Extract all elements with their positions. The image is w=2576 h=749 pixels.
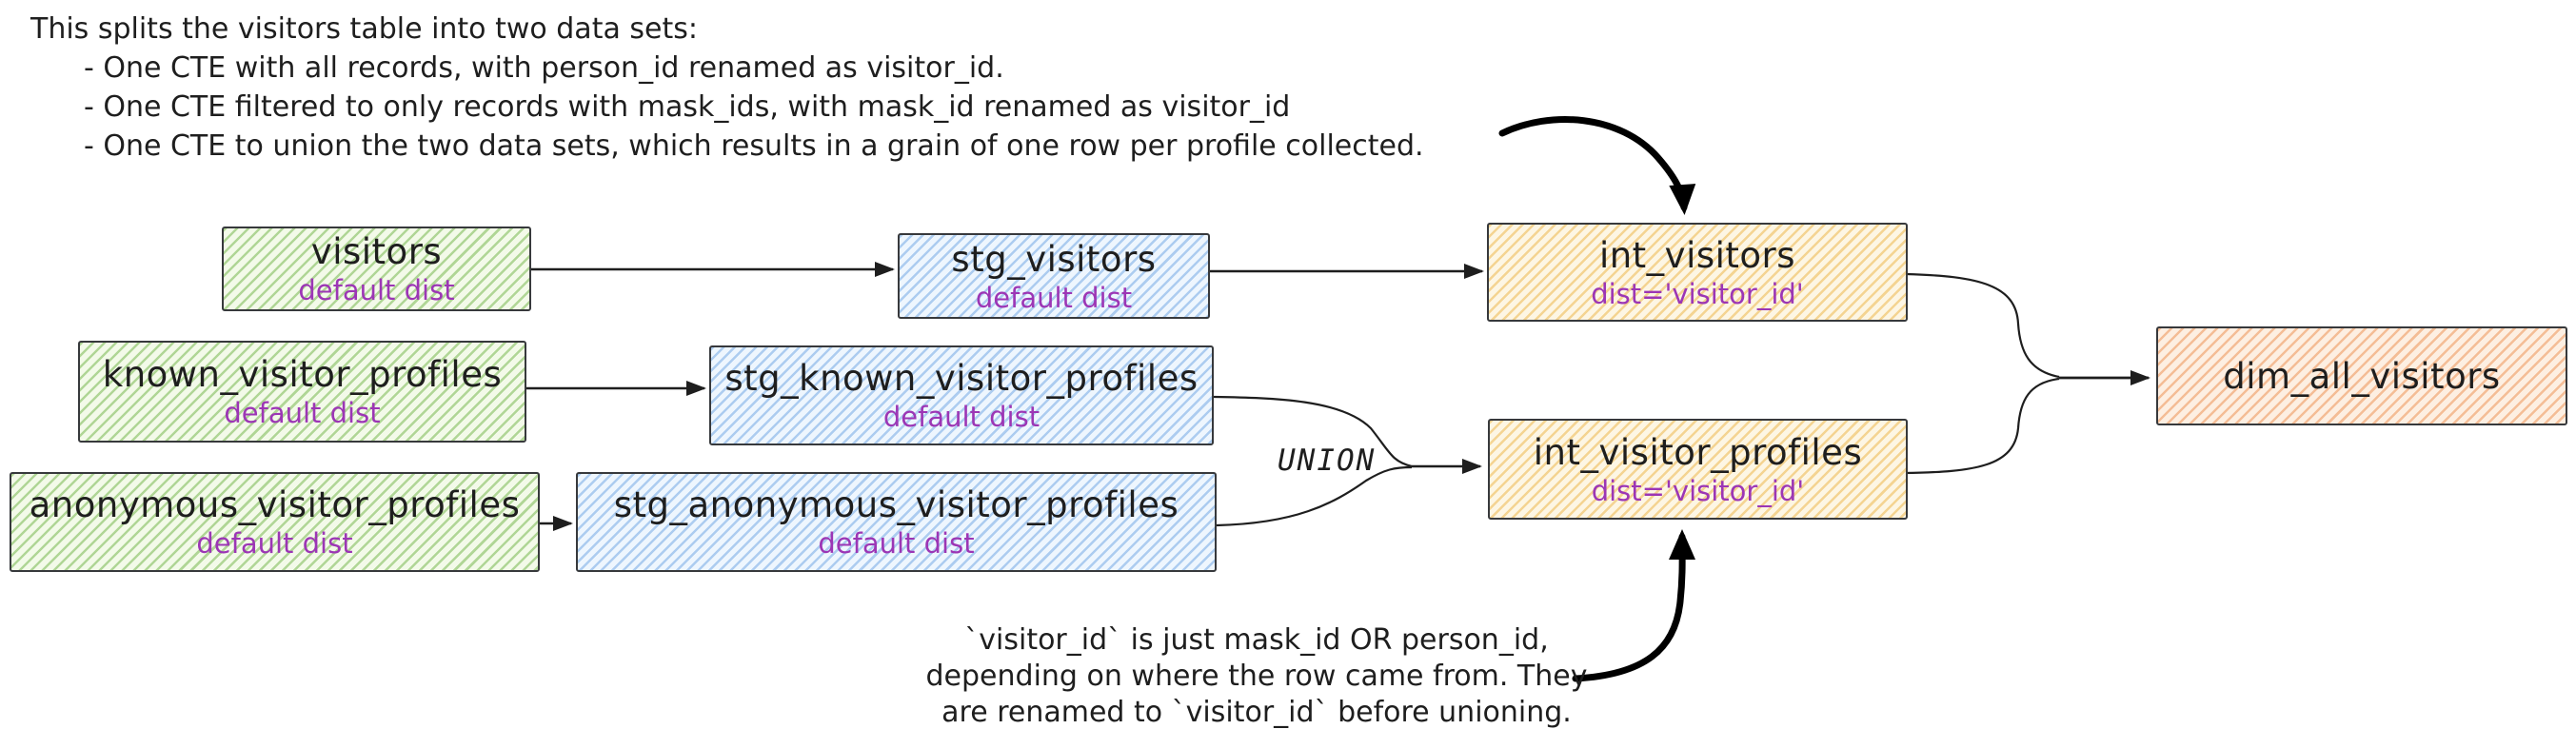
node-dim-all-visitors: dim_all_visitors bbox=[2156, 326, 2567, 425]
node-stg-known-visitor-profiles: stg_known_visitor_profiles default dist bbox=[709, 345, 1214, 445]
node-stg-anonymous-visitor-profiles: stg_anonymous_visitor_profiles default d… bbox=[576, 472, 1217, 572]
top-note-bullet-1: - One CTE with all records, with person_… bbox=[84, 51, 1004, 85]
node-known-visitor-profiles-title: known_visitor_profiles bbox=[102, 354, 503, 395]
bottom-note: `visitor_id` is just mask_id OR person_i… bbox=[923, 622, 1590, 731]
node-stg-anonymous-visitor-profiles-title: stg_anonymous_visitor_profiles bbox=[613, 484, 1179, 525]
bottom-note-line-2: depending on where the row came from. Th… bbox=[925, 660, 1588, 693]
node-int-visitors-dist-label: dist='visitor_id' bbox=[1591, 277, 1804, 310]
top-note-intro: This splits the visitors table into two … bbox=[30, 12, 698, 46]
node-int-visitors: int_visitors dist='visitor_id' bbox=[1487, 223, 1908, 322]
edge-int-visitors-to-merge bbox=[1905, 272, 2060, 379]
node-int-visitors-title: int_visitors bbox=[1598, 234, 1796, 276]
union-label: UNION bbox=[1278, 443, 1377, 478]
node-stg-visitors-title: stg_visitors bbox=[951, 238, 1157, 280]
node-int-visitor-profiles-dist-label: dist='visitor_id' bbox=[1591, 474, 1805, 507]
node-anonymous-visitor-profiles-dist-label: default dist bbox=[196, 527, 353, 560]
node-visitors-dist-label: default dist bbox=[298, 274, 455, 306]
node-stg-anonymous-visitor-profiles-dist-label: default dist bbox=[818, 527, 975, 560]
node-stg-visitors: stg_visitors default dist bbox=[898, 233, 1210, 319]
node-stg-known-visitor-profiles-dist-label: default dist bbox=[882, 401, 1040, 433]
top-note-bullet-3: - One CTE to union the two data sets, wh… bbox=[84, 129, 1424, 163]
node-visitors-title: visitors bbox=[310, 231, 443, 272]
node-int-visitor-profiles: int_visitor_profiles dist='visitor_id' bbox=[1488, 419, 1908, 520]
edge-int-visitor-profiles-to-merge bbox=[1903, 377, 2060, 475]
top-note-bullet-2: - One CTE filtered to only records with … bbox=[84, 90, 1291, 124]
node-int-visitor-profiles-title: int_visitor_profiles bbox=[1533, 431, 1863, 473]
node-stg-visitors-dist-label: default dist bbox=[975, 281, 1133, 314]
node-dim-all-visitors-title: dim_all_visitors bbox=[2223, 355, 2501, 397]
node-anonymous-visitor-profiles: anonymous_visitor_profiles default dist bbox=[10, 472, 540, 572]
node-known-visitor-profiles: known_visitor_profiles default dist bbox=[78, 341, 526, 443]
bottom-note-line-3: are renamed to `visitor_id` before union… bbox=[941, 696, 1572, 729]
node-stg-known-visitor-profiles-title: stg_known_visitor_profiles bbox=[724, 358, 1199, 399]
annotation-arrow-bottom-note-to-int-visitor-profiles bbox=[1572, 529, 1696, 682]
bottom-note-line-1: `visitor_id` is just mask_id OR person_i… bbox=[964, 623, 1549, 657]
top-note: This splits the visitors table into two … bbox=[30, 10, 1424, 166]
node-visitors: visitors default dist bbox=[222, 227, 531, 311]
node-anonymous-visitor-profiles-title: anonymous_visitor_profiles bbox=[29, 484, 521, 525]
node-known-visitor-profiles-dist-label: default dist bbox=[224, 397, 381, 429]
annotation-arrow-top-note-to-int-visitors bbox=[1498, 116, 1696, 215]
